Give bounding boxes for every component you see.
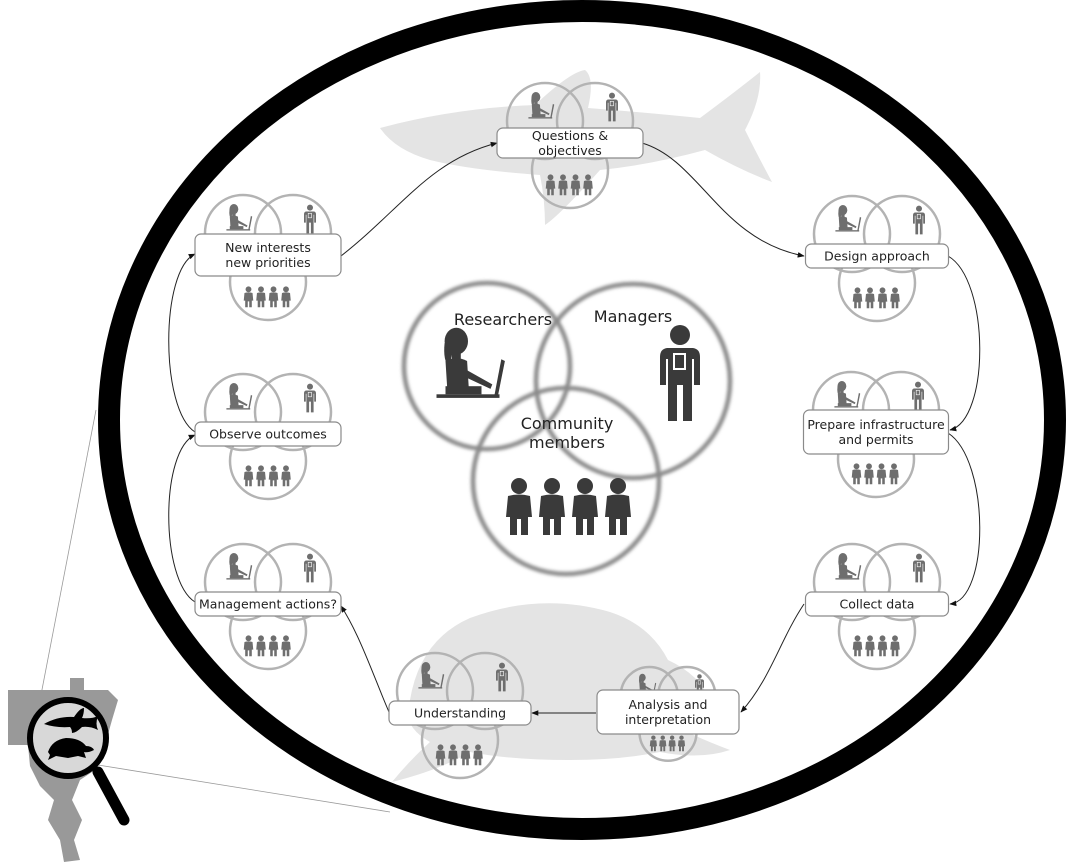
shark-icon [44,708,98,733]
stage-label-line: Understanding [414,706,506,721]
zoom-line-top [39,409,97,701]
managers-ring [253,372,333,452]
manager-icon [913,553,925,583]
lens-content [44,708,98,760]
stage-label-line: Observe outcomes [209,427,327,442]
arrow-observe-to-new-interests [168,253,196,433]
stage-box [804,591,950,617]
stage-label-line: and permits [838,432,913,447]
stage-box [802,409,950,455]
label-community-line2: members [529,433,605,452]
stage-questions: Questions &objectives [496,81,644,210]
stage-design: Design approach [804,194,950,323]
managers-ring [445,651,525,731]
stage-label-line: Questions & [532,128,608,143]
stage-box [496,127,644,159]
stage-label-line: Prepare infrastructure [807,417,945,432]
researcher-icon [226,553,255,580]
community-icon [851,463,899,485]
frame-oval [98,0,1066,840]
researcher-icon [834,381,863,408]
researchers-ring [812,542,892,622]
community-icon [243,465,291,487]
arrow-design-to-prepare [947,255,981,432]
stage-label-line: New interests [225,240,311,255]
manager-icon [913,205,925,235]
community-icon [506,478,631,535]
stage-box [194,591,342,617]
stage-box [596,689,740,735]
arrow-management-to-observe [168,434,196,603]
stage-collect: Collect data [804,542,950,671]
community-icon [852,635,900,657]
researchers-ring [203,372,283,452]
manager-icon [304,204,316,234]
label-managers: Managers [594,307,672,326]
researcher-icon [835,553,864,580]
stage-box [388,700,532,726]
zoom-line-bottom [97,764,391,813]
stage-understanding: Understanding [388,651,532,780]
researchers-ring [505,81,585,161]
manager-icon [660,325,700,421]
stage-label-line: Design approach [824,249,930,264]
managers-ring [533,281,733,481]
stage-label-line: Collect data [840,597,915,612]
stage-label-line: interpretation [625,712,711,727]
manager-icon [304,383,316,413]
researcher-icon [436,327,511,398]
researchers-ring [203,542,283,622]
stage-box [194,233,342,277]
managers-ring [555,81,635,161]
turtle-silhouette [392,603,730,782]
researcher-icon [226,383,255,410]
arrow-new-interests-to-questions [340,141,498,257]
manager-icon [304,553,316,583]
stage-box [194,421,342,447]
stage-management: Management actions? [194,542,342,671]
managers-ring [862,194,942,274]
stage-observe: Observe outcomes [194,372,342,501]
researcher-icon [835,205,864,232]
researcher-icon [226,204,255,231]
researchers-ring [401,280,573,452]
cycle-arrows [168,141,981,716]
community-icon [243,286,291,308]
stage-label-line: Management actions? [199,597,337,612]
community-ring [470,385,662,577]
stage-label-line: objectives [538,143,602,158]
label-researchers: Researchers [454,310,552,329]
central-venn: Researchers Managers Community members [401,280,733,577]
arrow-prepare-to-collect [947,432,981,607]
stage-label-line: new priorities [225,255,310,270]
managers-ring [862,542,942,622]
stage-box [804,243,950,269]
turtle-icon [48,738,94,760]
managers-ring [253,542,333,622]
arrow-understanding-to-management [340,605,390,713]
researchers-ring [395,651,475,731]
manager-icon [912,381,924,411]
researchers-ring [812,194,892,274]
stage-label-line: Analysis and [629,697,708,712]
community-icon [852,287,900,309]
magnifier-icon [27,697,130,826]
label-community-line1: Community [521,414,614,433]
arrow-questions-to-design [641,142,805,258]
arrow-collect-to-analysis [740,603,805,713]
community-icon [243,635,291,657]
